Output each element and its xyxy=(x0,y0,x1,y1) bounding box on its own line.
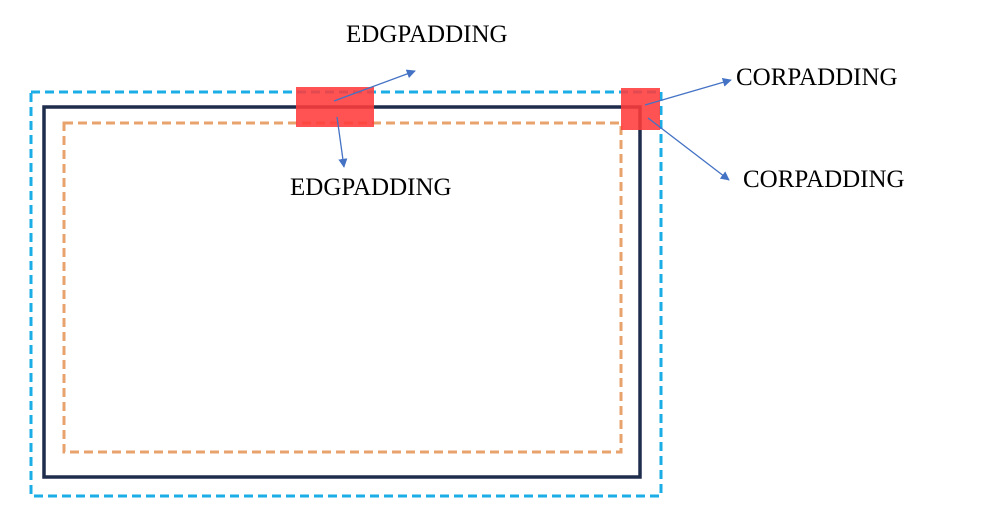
inner-dashed-boundary xyxy=(62,121,623,454)
label-edge-padding-inner: EDGPADDING xyxy=(290,174,452,201)
label-corner-padding-inner: CORPADDING xyxy=(743,166,905,193)
label-edge-padding-top: EDGPADDING xyxy=(346,21,508,48)
label-corner-padding-top: CORPADDING xyxy=(736,64,898,91)
edge-padding-highlight xyxy=(296,87,374,127)
arrow-corner-to-inner-label xyxy=(647,117,730,181)
arrow-edge-to-inner-label xyxy=(336,116,348,168)
solid-frame xyxy=(42,105,642,479)
corner-padding-highlight xyxy=(621,88,660,130)
arrow-edge-to-top-label xyxy=(333,69,416,102)
arrow-corner-to-top-label xyxy=(644,77,732,106)
outer-dashed-boundary xyxy=(29,90,663,498)
